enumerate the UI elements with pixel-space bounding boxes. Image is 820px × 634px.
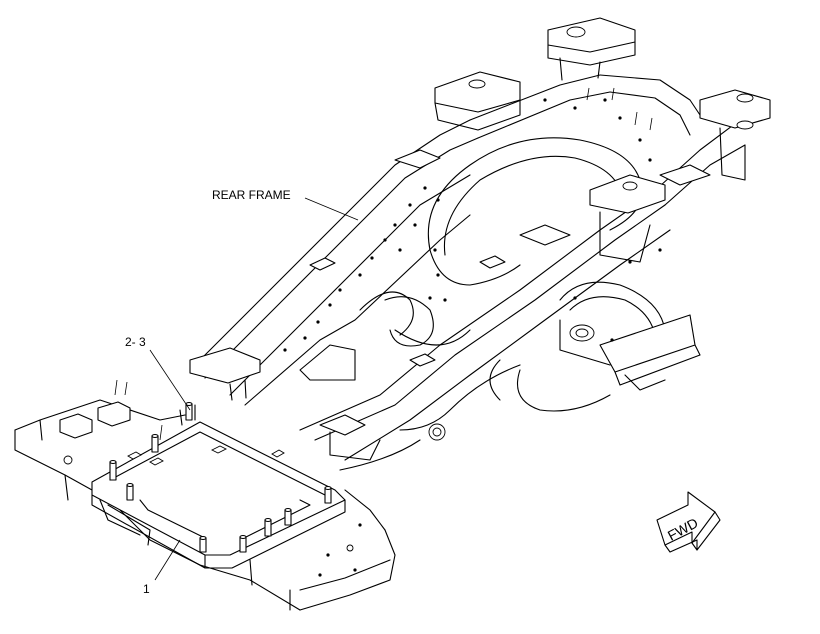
frame-bolt-holes	[283, 98, 662, 352]
rear-frame-drawing	[189, 17, 771, 471]
callout-1-leader-line	[154, 539, 181, 581]
callout-2-3: 2- 3	[125, 335, 146, 349]
plate-studs	[109, 401, 332, 553]
forward-arrow-icon	[656, 491, 721, 553]
base-drawing	[14, 379, 396, 611]
callout-2-3-leader-line	[149, 349, 191, 411]
callout-1: 1	[143, 582, 150, 596]
plate-part-1	[91, 401, 346, 569]
rear-frame-label: REAR FRAME	[212, 188, 291, 202]
rear-frame-leader-line	[304, 197, 359, 221]
